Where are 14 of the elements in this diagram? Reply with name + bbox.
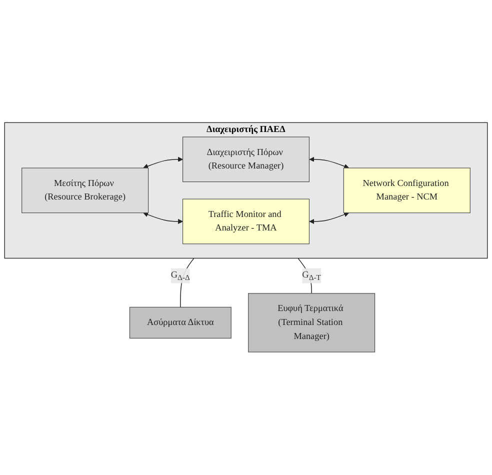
node-box: Ασύρματα Δίκτυα: [129, 307, 232, 339]
arrow: [143, 212, 183, 224]
node-box: Διαχειριστής Πόρων (Resource Manager): [182, 136, 310, 182]
connector: [180, 258, 194, 308]
node-box: Network Configuration Manager - NCM: [343, 168, 470, 214]
node-box: Μεσίτης Πόρων (Resource Brokerage): [22, 168, 149, 214]
node-box: Traffic Monitor and Analyzer - TMA: [182, 198, 310, 244]
edge-label: G$_{Δ-T}$: [302, 270, 321, 282]
arrow: [309, 212, 350, 224]
connector: [298, 258, 312, 294]
arrow: [143, 157, 183, 169]
node-box: Ευφυή Τερματικά (Terminal Station Manager): [248, 293, 376, 352]
edge-label: G$_{Δ-Δ}$: [170, 270, 190, 282]
arrow: [309, 157, 350, 169]
